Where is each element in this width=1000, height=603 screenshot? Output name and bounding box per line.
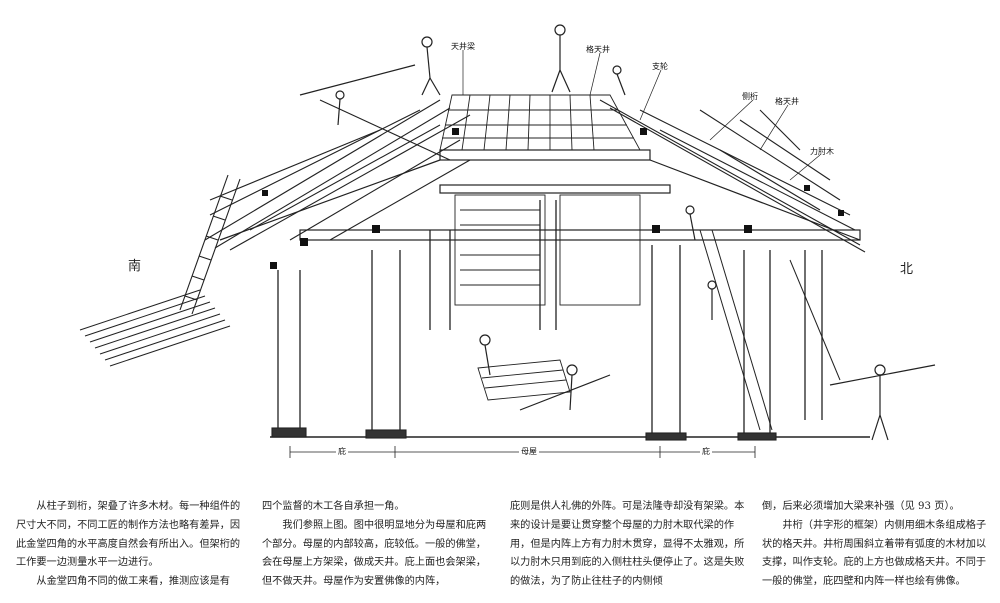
roof-rafters-right (599, 99, 866, 253)
callout-leaders (462, 50, 821, 181)
paragraph: 从柱子到桁，架叠了许多木材。每一种组件的尺寸大不同，不同工匠的制作方法也略有差异… (16, 501, 241, 569)
label-li-zhou-mu: 力肘木 (810, 147, 834, 156)
label-tian-jing-liang: 天井梁 (451, 42, 475, 51)
text-column-1: 从柱子到桁，架叠了许多木材。每一种组件的尺寸大不同，不同工匠的制作方法也略有差异… (16, 498, 248, 592)
roof-rafters-left (204, 99, 471, 251)
label-bottom-left: 庇 (336, 447, 348, 456)
text-column-3: 庇则是供人礼佛的外阵。可是法隆寺却没有架梁。本来的设计是要让贯穿整个母屋的力肘木… (510, 498, 748, 592)
paragraph: 庇则是供人礼佛的外阵。可是法隆寺却没有架梁。本来的设计是要让贯穿整个母屋的力肘木… (510, 501, 745, 588)
text-column-2: 四个监督的木工各自承担一角。 我们参照上图。图中很明显地分为母屋和庇两个部分。母… (262, 498, 494, 592)
bracket-joints (262, 128, 844, 269)
scaffold-right (699, 229, 841, 431)
paragraph: 井桁（井字形的框架）内侧用细木条组成格子状的格天井。井桁周围斜立着带有弧度的木材… (762, 519, 987, 588)
paragraph: 从金堂四角不同的做工来看，推测应该是有 (36, 576, 230, 588)
ladder-left (179, 174, 241, 315)
text-column-4: 倒，后来必须增加大梁来补强（见 93 页）。 井桁（井字形的框架）内侧用细木条组… (762, 498, 994, 592)
temple-construction-illustration (79, 24, 936, 458)
label-bottom-mid: 母屋 (519, 447, 539, 456)
direction-north: 北 (900, 262, 914, 277)
label-ce-heng: 侧桁 (742, 92, 758, 101)
back-wall (454, 194, 641, 306)
paragraph: 倒，后来必须增加大梁来补强（见 93 页）。 (762, 501, 960, 512)
label-bottom-right: 庇 (700, 447, 712, 456)
coffered-ceiling (439, 94, 641, 151)
label-ge-tian-jing-top: 格天井 (586, 45, 610, 54)
direction-south: 南 (128, 259, 142, 274)
paragraph: 我们参照上图。图中很明显地分为母屋和庇两个部分。母屋的内部较高，庇较低。一般的佛… (262, 519, 487, 588)
label-ge-tian-jing-right: 格天井 (775, 97, 799, 106)
label-zhi-lun: 支轮 (652, 62, 668, 71)
paragraph: 四个监督的木工各自承担一角。 (262, 501, 405, 512)
floor-planks (477, 359, 571, 401)
columns (277, 200, 823, 435)
lumber-pile (79, 289, 231, 367)
column-bases (271, 427, 777, 441)
beams (219, 149, 861, 241)
